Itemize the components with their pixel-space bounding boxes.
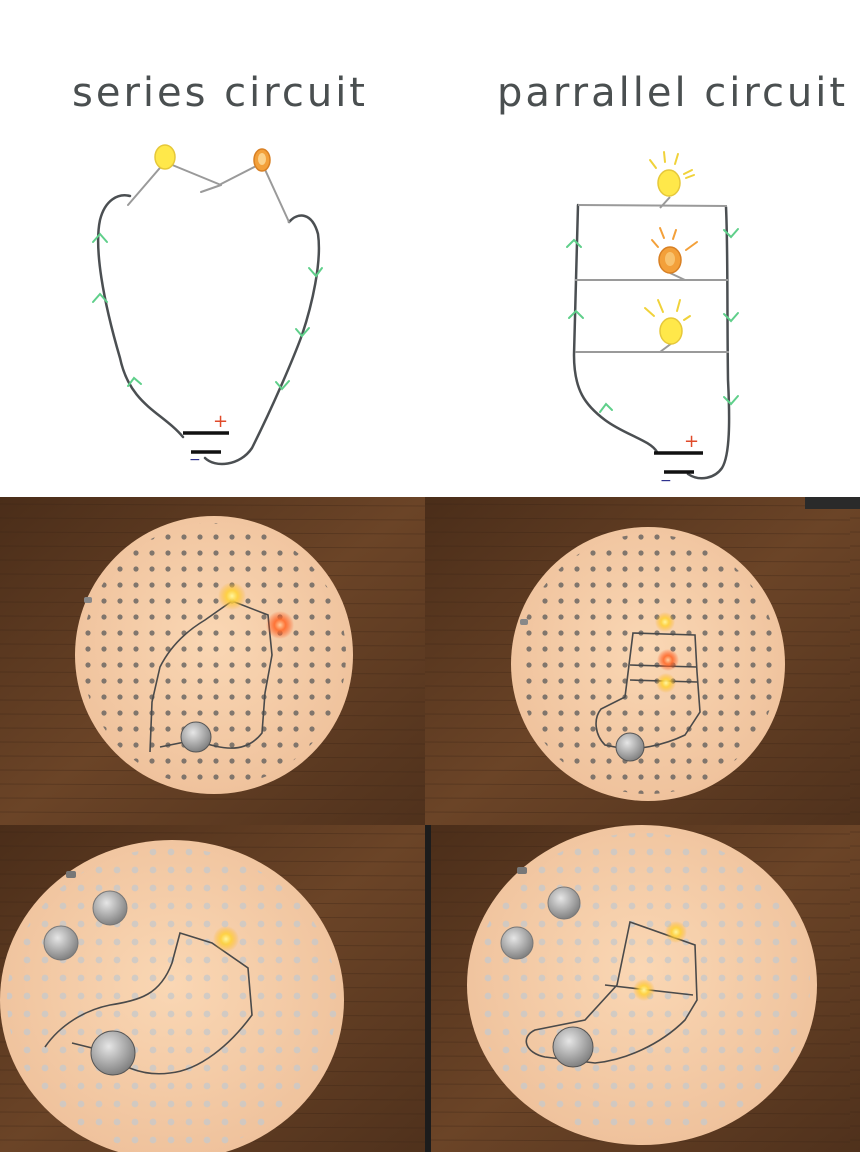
photo-parallel-coins [425,825,860,1152]
parallel-circuit-title: parrallel circuit [497,70,849,116]
parallel-bulb-top [649,151,695,197]
coin-battery [552,1026,594,1068]
parallel-wire [572,203,731,480]
led-orange-lit [266,611,294,639]
series-bulb-orange [253,148,271,172]
parallel-bulb-bottom [644,299,691,345]
led-orange-lit [657,649,679,671]
led-yellow-lit-2 [656,673,676,693]
coin-battery [180,721,212,753]
parallel-bulb-middle [651,227,698,274]
parallel-current-arrows [566,228,739,413]
parallel-branch-rails [575,196,729,353]
coin-battery [90,1030,136,1076]
series-battery: + − [183,411,229,468]
series-minus-sign: − [189,452,201,468]
series-circuit-title: series circuit [72,70,368,116]
coin-1 [500,926,534,960]
photo-series-coins [0,825,425,1152]
coin-2 [547,886,581,920]
series-bulb-yellow [154,144,176,170]
parallel-circuit-diagram: + − [566,151,739,489]
led-yellow-lit [665,921,687,943]
parallel-battery: + − [654,431,703,489]
series-current-arrows [92,232,323,391]
photo-series-built [0,497,425,825]
led-yellow-lit [655,612,675,632]
coin-battery [615,732,645,762]
coin-2 [92,890,128,926]
parallel-minus-sign: − [660,473,672,489]
led-yellow-lit [218,582,246,610]
series-plus-sign: + [213,411,228,432]
parallel-plus-sign: + [684,431,699,452]
photo-parallel-built [425,497,860,825]
series-circuit-diagram: + − [92,144,323,468]
series-wire [96,194,321,466]
led-yellow-lit [213,926,239,952]
coin-1 [43,925,79,961]
led-yellow-lit-2 [633,979,655,1001]
